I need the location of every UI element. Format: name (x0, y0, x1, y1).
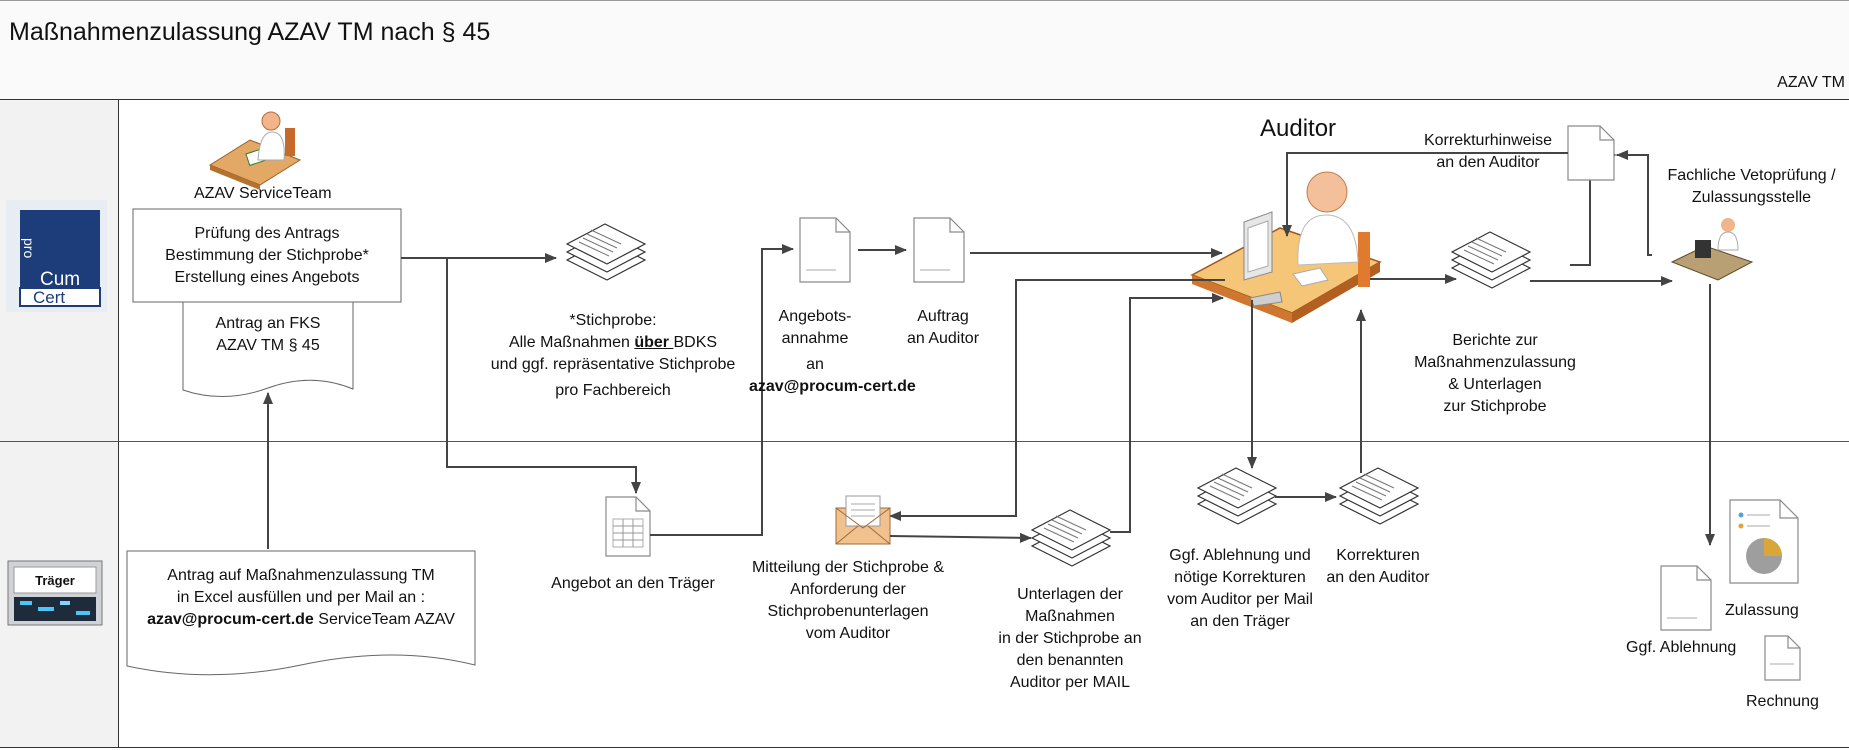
fachliche-vetopruefung-text: Fachliche Vetoprüfung /Zulassungsstelle (1667, 167, 1836, 206)
angebot-document-icon (605, 496, 651, 557)
arrow-to-korrekturhinweise (1616, 150, 1652, 256)
traeger-logo-text: Träger (35, 573, 75, 588)
auditor-label: Auditor (1260, 115, 1337, 142)
ggf-ablehnung-document-icon (1660, 565, 1712, 631)
title-bar: Maßnahmenzulassung AZAV TM nach § 45 (0, 0, 1849, 68)
antrag-traeger-email: azav@procum-cert.de (147, 611, 314, 628)
stichprobe-stack-icon (566, 223, 646, 281)
arrow-unterlagen-to-auditor (1110, 293, 1224, 533)
arrow-auditor-to-mitteilung (889, 279, 1225, 521)
antrag-fks-document (182, 301, 354, 397)
zulassung-document-icon (1729, 499, 1799, 584)
mitteilung-envelope-icon (835, 495, 891, 545)
page-title: Maßnahmenzulassung AZAV TM nach § 45 (9, 18, 491, 46)
svg-text:pro: pro (21, 238, 37, 258)
swimlane-divider (0, 441, 1849, 442)
auftrag-document-icon (913, 217, 965, 283)
antrag-traeger-text: Antrag auf Maßnahmenzulassung TM in Exce… (147, 567, 455, 628)
arrow-korrektur-to-auditor (1282, 152, 1568, 237)
arrow-to-angebot (446, 258, 641, 494)
rechnung-document-icon (1764, 635, 1801, 681)
angebotsannahme-email: azav@procum-cert.de (749, 378, 916, 395)
subtitle-bar: AZAV TM (0, 66, 1849, 100)
subtitle-label: AZAV TM (1777, 74, 1845, 91)
pruefung-box (132, 208, 402, 303)
svg-text:Cert: Cert (33, 288, 65, 307)
berichte-stack-icon (1451, 231, 1531, 289)
angebotsannahme-document-icon (799, 217, 851, 283)
vetopruefung-figure (1670, 218, 1754, 281)
mitteilung-text: Mitteilung der Stichprobe &Anforderung d… (751, 559, 945, 642)
unterlagen-stack-icon (1031, 509, 1111, 567)
korrekturen-stack-icon (1339, 467, 1419, 525)
ablehnung-stack-icon (1197, 467, 1277, 525)
service-team-figure (208, 111, 302, 190)
bottom-border (0, 747, 1849, 748)
arrow-to-angebotsannahme (650, 244, 794, 536)
zulassung-label: Zulassung (1725, 602, 1799, 619)
arrow-to-unterlagen (889, 532, 1032, 543)
traeger-logo: Träger (7, 560, 103, 626)
svg-text:Cum: Cum (40, 269, 80, 290)
angebotsannahme-text: Angebots-annahme an azav@procum-cert.de (749, 308, 916, 395)
rechnung-label: Rechnung (1746, 693, 1819, 710)
ggf-ablehnung-label: Ggf. Ablehnung (1626, 639, 1737, 656)
procum-cert-logo: pro Cum Cert (6, 200, 107, 312)
angebot-traeger-text: Angebot an den Träger (551, 575, 715, 592)
korrekturhinweise-document-icon (1567, 125, 1615, 181)
service-team-label: AZAV ServiceTeam (194, 185, 332, 202)
antrag-traeger-document (126, 550, 476, 676)
auditor-figure (1190, 171, 1382, 323)
stichprobe-text: *Stichprobe: Alle Maßnahmen über BDKS un… (490, 312, 736, 399)
